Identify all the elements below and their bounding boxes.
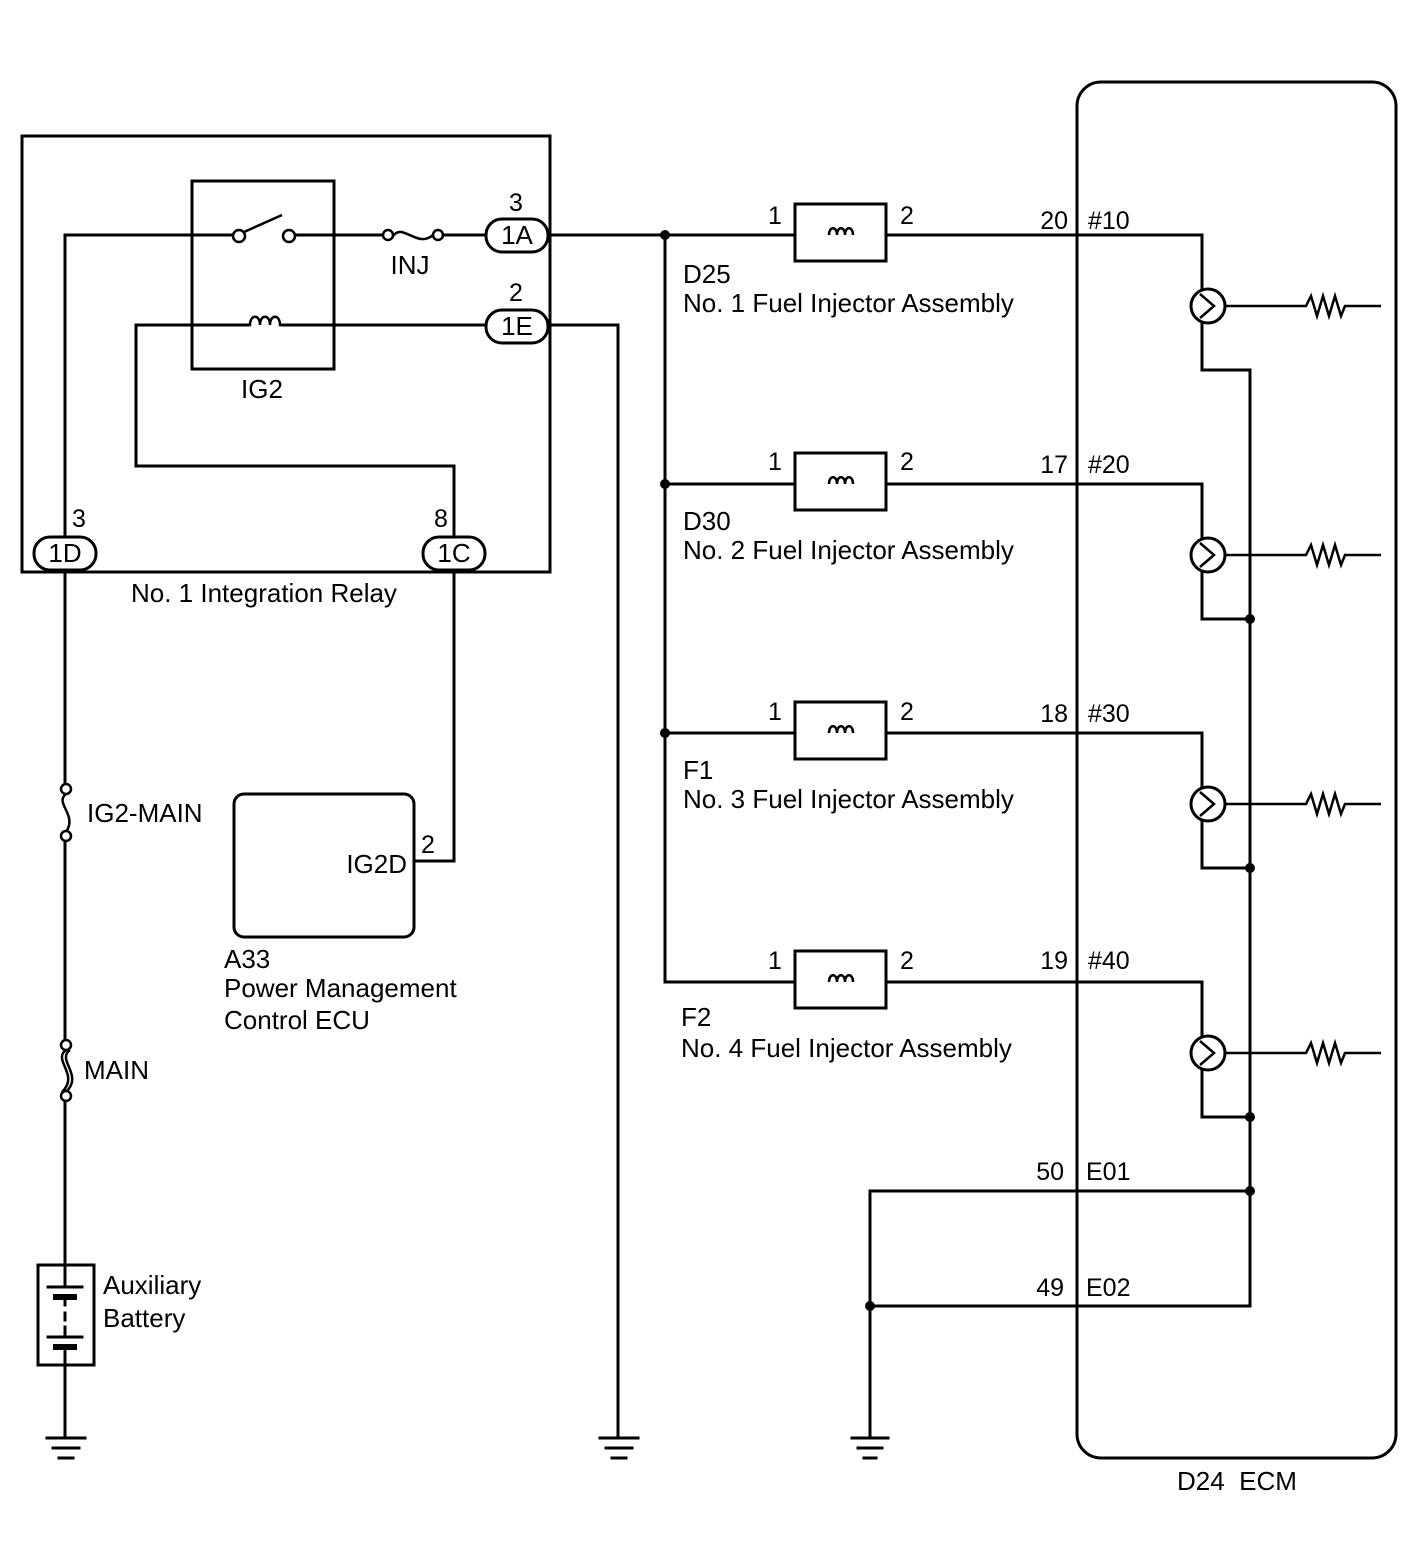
- svg-text:2: 2: [900, 202, 914, 230]
- injector-2: 1 2 D30 No. 2 Fuel Injector Assembly 17 …: [683, 448, 1204, 565]
- ig2-relay-box: [190, 179, 336, 371]
- injector-code: D25: [683, 259, 731, 289]
- a33-line2: Control ECU: [224, 1005, 370, 1035]
- a33-code: A33: [224, 944, 270, 974]
- ecm: 50 E01 49 E02 D24 ECM: [865, 80, 1398, 1496]
- injector-code: F2: [681, 1002, 711, 1032]
- injector-name: No. 3 Fuel Injector Assembly: [683, 784, 1014, 814]
- svg-text:1: 1: [768, 448, 782, 476]
- svg-text:1C: 1C: [437, 538, 470, 568]
- main-fuse-icon: [59, 1038, 74, 1103]
- ecm-label: D24 ECM: [1177, 1466, 1297, 1496]
- transistor-icon: [1189, 482, 1381, 621]
- ig2-main-label: IG2-MAIN: [87, 798, 203, 828]
- connector-1A: 1A 3: [484, 189, 550, 254]
- transistor-icon: [1189, 731, 1381, 870]
- svg-text:E02: E02: [1086, 1274, 1130, 1302]
- integration-relay-box: [20, 134, 552, 574]
- injector-name: No. 2 Fuel Injector Assembly: [683, 535, 1014, 565]
- svg-text:2: 2: [900, 448, 914, 476]
- inj-fuse-icon: [381, 228, 445, 242]
- injector-name: No. 1 Fuel Injector Assembly: [683, 288, 1014, 318]
- power-management-ecu: IG2D 2 A33 Power Management Control ECU: [224, 568, 457, 1035]
- ig2-switch-icon: [231, 213, 297, 244]
- svg-text:20: 20: [1040, 207, 1068, 235]
- ground-icon: [45, 1436, 87, 1460]
- svg-text:3: 3: [509, 189, 523, 217]
- svg-text:18: 18: [1040, 700, 1068, 728]
- injector-3: 1 2 F1 No. 3 Fuel Injector Assembly 18 #…: [683, 698, 1204, 814]
- svg-text:3: 3: [72, 505, 86, 533]
- svg-text:50: 50: [1036, 1158, 1064, 1186]
- svg-text:1: 1: [768, 202, 782, 230]
- svg-text:17: 17: [1040, 451, 1068, 479]
- integration-relay: 1A 3 1E 2 1D 3 1C 8 IG2 INJ No. 1 Integr…: [20, 134, 552, 608]
- connector-1E: 1E 2: [484, 279, 550, 345]
- svg-text:#40: #40: [1088, 947, 1130, 975]
- injector-1: 1 2 D25 No. 1 Fuel Injector Assembly 20 …: [683, 202, 1204, 318]
- svg-text:8: 8: [434, 505, 448, 533]
- svg-text:1A: 1A: [501, 220, 533, 250]
- ig2d-pin-label: 2: [421, 831, 435, 859]
- svg-text:2: 2: [900, 947, 914, 975]
- injector-coil-icon: [827, 725, 855, 734]
- svg-text:1: 1: [768, 947, 782, 975]
- ground-icon: [850, 1436, 890, 1460]
- ecm-box: [1075, 80, 1398, 1460]
- svg-text:49: 49: [1036, 1274, 1064, 1302]
- injector-name: No. 4 Fuel Injector Assembly: [681, 1033, 1012, 1063]
- main-label: MAIN: [84, 1055, 149, 1085]
- svg-text:#20: #20: [1088, 451, 1130, 479]
- injector-coil-icon: [827, 227, 855, 236]
- injector-code: D30: [683, 506, 731, 536]
- ig2d-terminal-label: IG2D: [346, 849, 407, 879]
- injector-4: 1 2 F2 No. 4 Fuel Injector Assembly 19 #…: [681, 947, 1204, 1063]
- ground-icon: [598, 1436, 640, 1460]
- injector-coil-icon: [827, 476, 855, 485]
- svg-text:19: 19: [1040, 947, 1068, 975]
- battery-icon: [36, 1263, 96, 1367]
- integration-relay-label: No. 1 Integration Relay: [131, 578, 397, 608]
- svg-text:1E: 1E: [501, 311, 533, 341]
- transistor-icon: [1189, 233, 1381, 1308]
- battery-label-line2: Battery: [103, 1303, 185, 1333]
- a33-line1: Power Management: [224, 973, 457, 1003]
- injector-code: F1: [683, 755, 713, 785]
- injector-coil-icon: [827, 974, 855, 983]
- inj-label: INJ: [391, 250, 430, 280]
- ig2-main-fuse-icon: [59, 782, 73, 843]
- svg-text:1: 1: [768, 698, 782, 726]
- svg-text:#30: #30: [1088, 700, 1130, 728]
- svg-text:1D: 1D: [48, 538, 81, 568]
- battery-label-line1: Auxiliary: [103, 1270, 201, 1300]
- ig2-coil-icon: [248, 315, 282, 327]
- battery-circuit: IG2-MAIN MAIN Auxiliary Battery: [36, 568, 203, 1460]
- svg-text:2: 2: [509, 279, 523, 307]
- svg-text:E01: E01: [1086, 1158, 1130, 1186]
- svg-text:2: 2: [900, 698, 914, 726]
- ig2-label: IG2: [241, 374, 283, 404]
- transistor-icon: [1189, 980, 1381, 1119]
- svg-text:#10: #10: [1088, 207, 1130, 235]
